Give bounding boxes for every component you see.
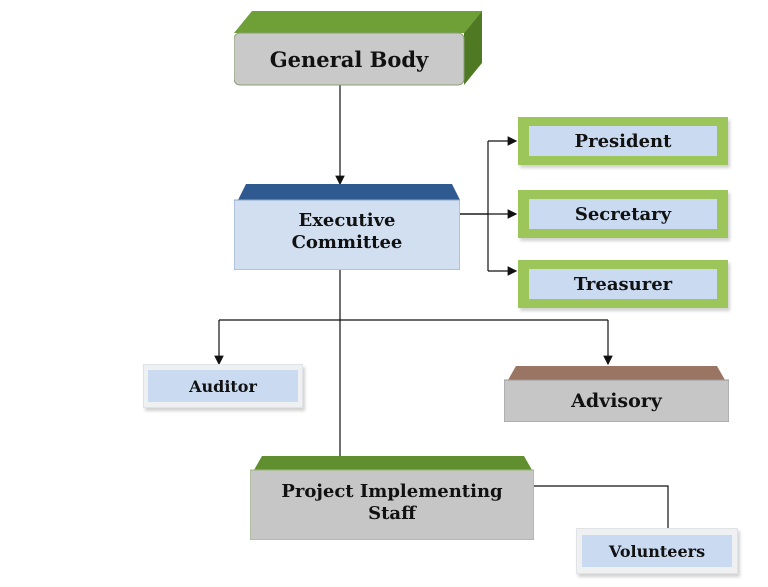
advisory-shape bbox=[504, 366, 729, 422]
treasurer-label: Treasurer bbox=[529, 269, 717, 299]
president-box: President bbox=[518, 117, 728, 165]
executive-committee-shape bbox=[234, 184, 460, 270]
general-body-label: General Body bbox=[269, 46, 429, 72]
volunteers-box: Volunteers bbox=[576, 528, 738, 574]
auditor-label: Auditor bbox=[148, 370, 298, 402]
president-label: President bbox=[529, 126, 717, 156]
project-staff-shape bbox=[250, 456, 534, 540]
line-projectstaff-volunteers bbox=[534, 485, 669, 530]
advisory-label: Advisory bbox=[571, 389, 662, 412]
treasurer-box: Treasurer bbox=[518, 260, 728, 308]
secretary-box: Secretary bbox=[518, 190, 728, 238]
secretary-label: Secretary bbox=[529, 199, 717, 229]
volunteers-label: Volunteers bbox=[582, 535, 732, 567]
general-body-3d-shape bbox=[234, 11, 482, 86]
auditor-box: Auditor bbox=[143, 364, 303, 408]
general-body-block: General Body bbox=[234, 11, 482, 86]
advisory-box: Advisory bbox=[504, 364, 729, 422]
